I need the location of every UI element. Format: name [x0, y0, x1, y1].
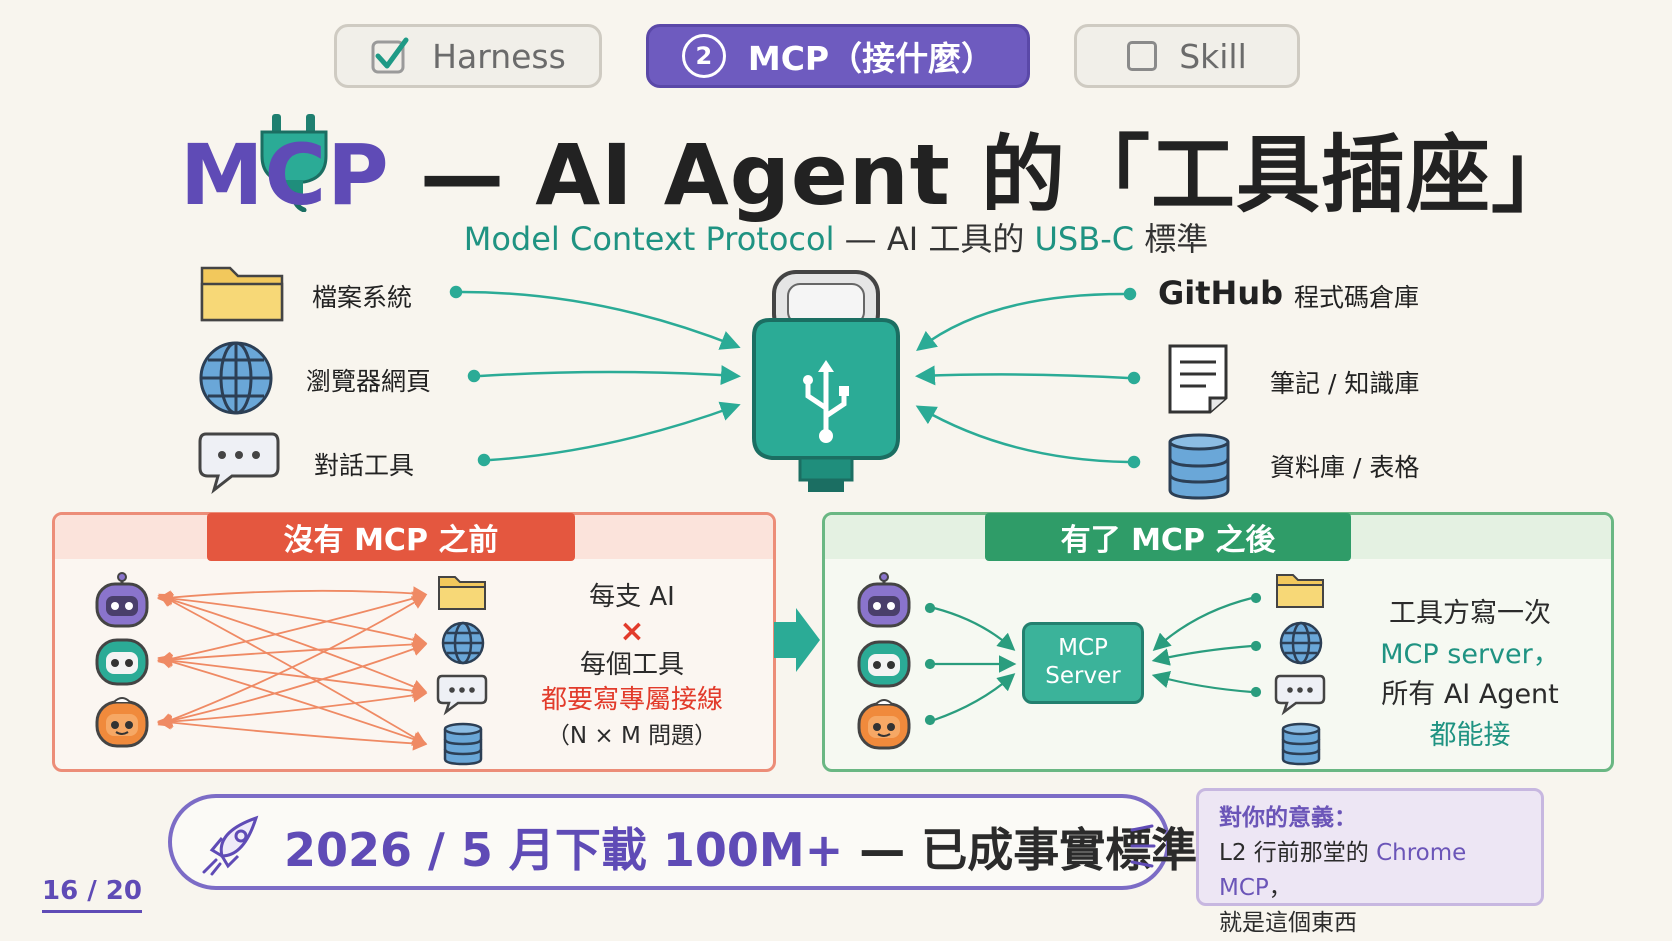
page-title: MCP — AI Agent 的「工具插座」	[0, 108, 1672, 229]
title-rest: — AI Agent 的「工具插座」	[389, 126, 1577, 224]
subtitle-protocol: Model Context Protocol	[463, 220, 835, 258]
folder-icon	[200, 266, 284, 322]
tab-skill-label: Skill	[1179, 36, 1247, 76]
folder-small-icon	[1276, 574, 1324, 608]
title-mcp: MCP	[179, 126, 390, 224]
step-number-badge: 2	[681, 34, 726, 78]
tool-label-github: GitHub	[1158, 274, 1283, 312]
mcp-server-box: MCP Server	[1022, 622, 1144, 704]
tab-harness-label: Harness	[432, 36, 566, 76]
robot-teal-icon	[857, 640, 911, 688]
robot-orange-icon	[95, 697, 149, 748]
tab-harness[interactable]: Harness	[334, 24, 602, 88]
before-line3: 都要寫專屬接線	[540, 684, 723, 715]
meaning-note: 對你的意義： L2 行前那堂的 Chrome MCP， 就是這個東西	[1196, 788, 1544, 936]
after-mcp-heading: 有了 MCP 之後	[985, 513, 1351, 561]
note-chrome-mcp: Chrome MCP	[1219, 839, 1467, 901]
globe-small-icon	[441, 621, 485, 665]
robot-purple-icon	[857, 572, 911, 628]
globe-small-icon	[1279, 621, 1323, 665]
before-line1: 每支 AI	[589, 582, 675, 612]
rocket-icon	[202, 815, 259, 876]
chat-small-icon	[1274, 674, 1326, 716]
before-explanation: 每支 AI × 每個工具 都要寫專屬接線 （N × M 問題）	[512, 580, 752, 752]
database-small-icon	[1281, 722, 1321, 766]
note-line2: 就是這個東西	[1219, 909, 1357, 936]
subtitle-usbc: USB-C	[1034, 220, 1135, 258]
subtitle-end: 標準	[1134, 220, 1209, 258]
folder-small-icon	[438, 576, 486, 610]
chat-bubble-icon	[198, 432, 280, 495]
database-icon	[1168, 433, 1230, 500]
tool-label-browser: 瀏覽器網頁	[306, 367, 432, 396]
subtitle: Model Context Protocol — AI 工具的 USB-C 標準	[0, 214, 1672, 260]
robot-orange-icon	[857, 699, 911, 750]
tab-mcp[interactable]: 2 MCP（接什麼）	[646, 24, 1030, 88]
before-line4: （N × M 問題）	[546, 723, 718, 750]
robot-teal-icon	[95, 638, 149, 686]
note-line1: L2 行前那堂的 Chrome MCP，	[1219, 836, 1521, 906]
note-title: 對你的意義：	[1219, 805, 1357, 831]
tool-label-filesystem: 檔案系統	[312, 283, 413, 312]
tool-label-repo: 程式碼倉庫	[1294, 283, 1420, 312]
sparkle-lines-icon	[1130, 824, 1156, 868]
note-line1c: ，	[1268, 874, 1292, 901]
notes-document-icon	[1168, 344, 1228, 414]
note-line1a: L2 行前那堂的	[1219, 839, 1377, 866]
after-line3: 所有 AI Agent	[1381, 679, 1559, 710]
robot-purple-icon	[95, 572, 149, 628]
download-stat-banner: 2026 / 5 月下載 100M+ — 已成事實標準	[168, 794, 1197, 890]
mcp-server-line2: Server	[1045, 663, 1121, 689]
after-line2: MCP server，	[1380, 638, 1560, 670]
banner-rest: — 已成事實標準	[843, 823, 1198, 877]
mcp-server-line1: MCP	[1058, 635, 1108, 662]
usb-c-plug-icon	[752, 270, 900, 492]
subtitle-mid: — AI 工具的	[834, 220, 1035, 258]
plug-icon	[260, 114, 328, 212]
check-icon	[371, 37, 409, 74]
tool-label-database: 資料庫 / 表格	[1270, 453, 1420, 482]
times-symbol: ×	[619, 613, 645, 649]
page-number: 16 / 20	[42, 876, 142, 913]
database-small-icon	[443, 722, 483, 766]
tool-label-notes: 筆記 / 知識庫	[1270, 369, 1420, 398]
after-line4: 都能接	[1429, 719, 1511, 751]
banner-highlight: 2026 / 5 月下載 100M+	[284, 823, 844, 877]
after-mcp-panel: 有了 MCP 之後	[822, 512, 1614, 772]
tab-skill[interactable]: Skill	[1074, 24, 1300, 88]
chat-small-icon	[436, 674, 488, 716]
before-mcp-heading: 沒有 MCP 之前	[207, 513, 575, 561]
after-explanation: 工具方寫一次 MCP server， 所有 AI Agent 都能接	[1356, 594, 1584, 756]
banner-text: 2026 / 5 月下載 100M+ — 已成事實標準	[284, 814, 1197, 880]
empty-checkbox-icon	[1127, 41, 1158, 71]
globe-icon	[199, 341, 273, 415]
tab-mcp-label: MCP（接什麼）	[747, 39, 995, 78]
after-line1: 工具方寫一次	[1389, 598, 1551, 629]
before-line2: 每個工具	[579, 649, 684, 680]
tool-label-chat: 對話工具	[314, 451, 415, 480]
